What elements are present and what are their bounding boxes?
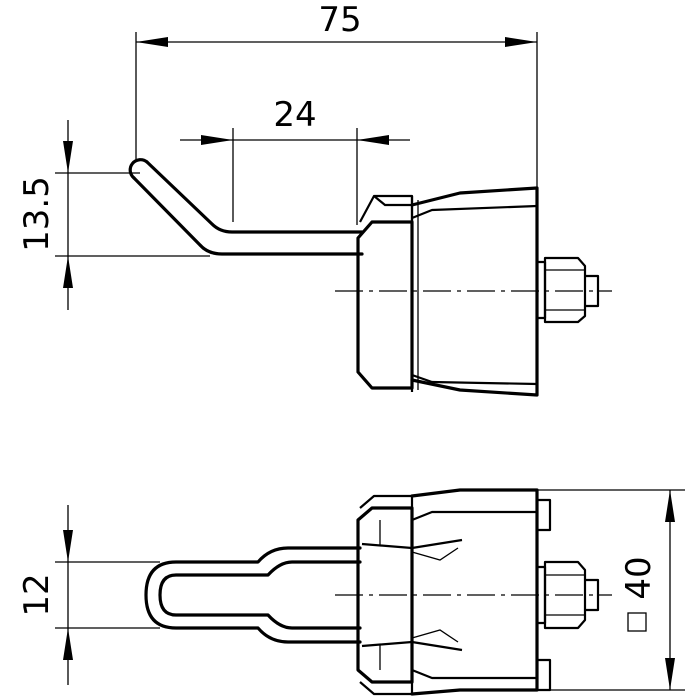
dimension-text-hook-length: 24	[273, 95, 316, 135]
insulator-body-side	[335, 186, 612, 397]
wire-hook-side	[128, 158, 364, 256]
dimension-text-hook-width: 12	[17, 573, 57, 616]
insulator-body-plan	[335, 488, 612, 696]
dimension-text-base-square: 40	[619, 556, 659, 599]
dimension-overall-length: 75	[135, 0, 538, 190]
wire-hook-plan	[144, 546, 362, 644]
dimension-hook-width: 12	[17, 505, 160, 685]
dimension-text-overall-length: 75	[318, 0, 361, 40]
side-view: 75 24 13.5	[17, 0, 612, 397]
plan-view: 12 40	[17, 488, 685, 696]
dimension-hook-height: 13.5	[17, 120, 210, 310]
dimension-base-square: 40	[537, 489, 685, 691]
dimension-text-hook-height: 13.5	[17, 176, 57, 252]
dimension-hook-length: 24	[180, 95, 410, 225]
square-symbol-icon	[627, 612, 647, 632]
